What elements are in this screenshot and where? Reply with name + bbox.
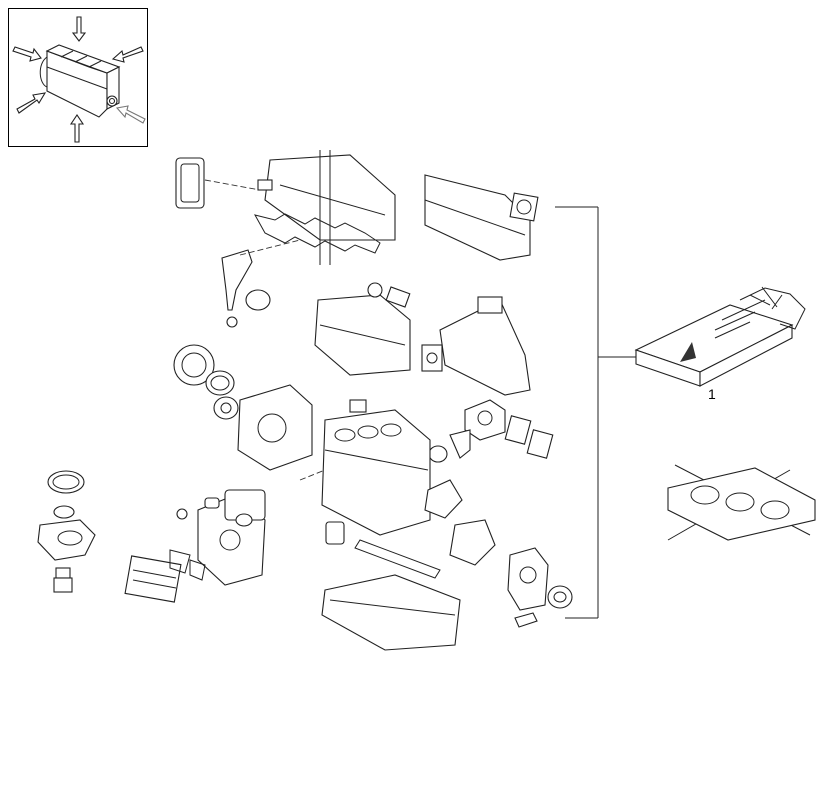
valve-cover <box>175 150 396 265</box>
timing-cover <box>173 344 313 471</box>
oil-pump <box>507 547 573 628</box>
engine-location-thumbnail <box>8 8 148 147</box>
oil-pan <box>321 519 496 651</box>
water-pump <box>37 470 96 593</box>
cylinder-head-gasket <box>667 464 816 541</box>
injector <box>221 239 301 328</box>
intake-manifold <box>424 174 539 261</box>
kit-bracket <box>555 206 636 619</box>
kit-item-number: 1 <box>708 386 716 402</box>
exhaust-manifold <box>421 296 531 396</box>
gasket-kit-package <box>634 286 806 387</box>
cylinder-head <box>314 282 411 376</box>
oil-cooler-housing <box>124 489 266 603</box>
thermostat-housing <box>349 399 554 463</box>
engine-block-icon <box>12 16 146 143</box>
engine-block <box>299 409 463 545</box>
